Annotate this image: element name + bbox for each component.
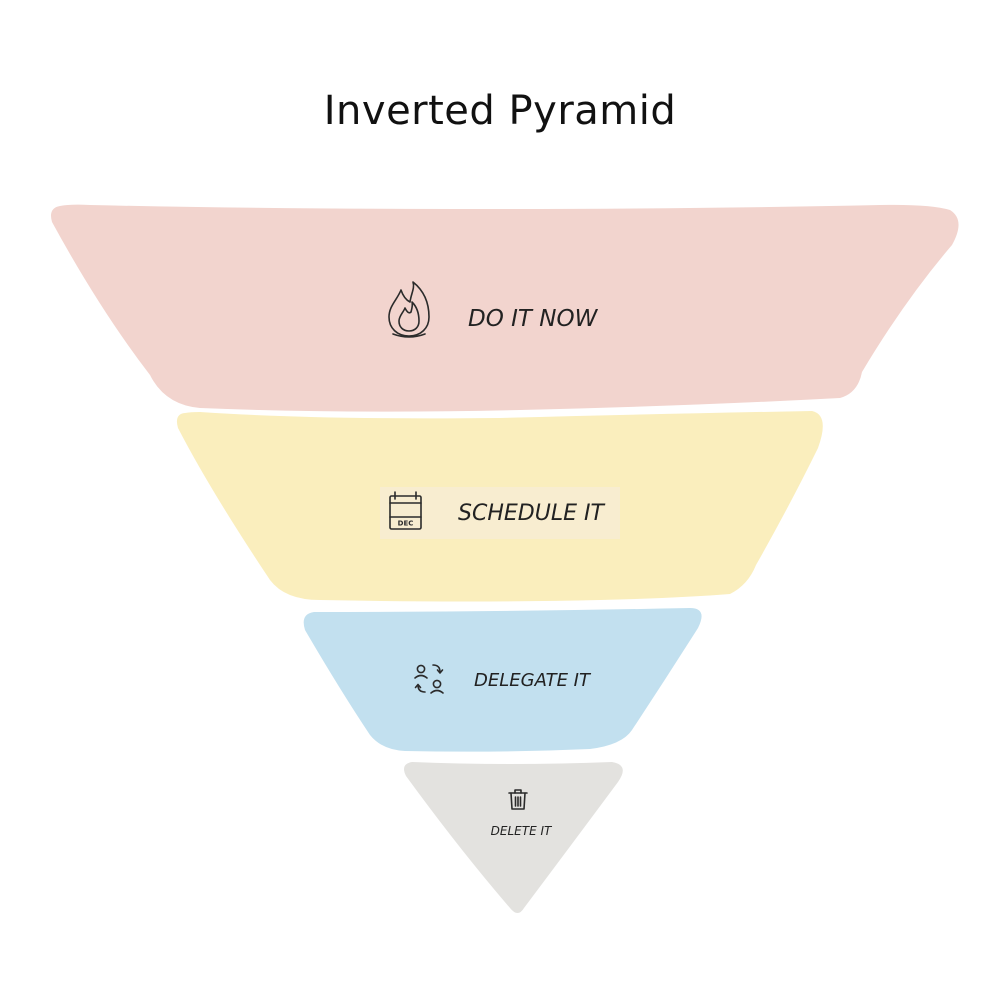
- calendar-icon: DEC: [389, 491, 422, 530]
- calendar-icon-month: DEC: [398, 520, 414, 528]
- trash-icon: [508, 789, 528, 810]
- level-delete-it-band: [404, 762, 623, 913]
- level-delete-it: DELETE IT: [404, 762, 623, 913]
- level-label: SCHEDULE IT: [458, 501, 605, 526]
- level-schedule-it: DEC SCHEDULE IT: [176, 411, 823, 602]
- delegate-icon: [414, 664, 444, 694]
- level-delegate-it: DELEGATE IT: [303, 608, 702, 752]
- level-delegate-it-band: [303, 608, 702, 752]
- diagram-title: Inverted Pyramid: [323, 88, 677, 134]
- level-label: DELEGATE IT: [474, 670, 592, 691]
- fire-icon: [388, 281, 430, 338]
- level-do-it-now: DO IT NOW: [51, 204, 959, 412]
- level-label: DELETE IT: [491, 824, 553, 838]
- level-label: DO IT NOW: [468, 306, 599, 332]
- level-do-it-now-band: [51, 204, 959, 412]
